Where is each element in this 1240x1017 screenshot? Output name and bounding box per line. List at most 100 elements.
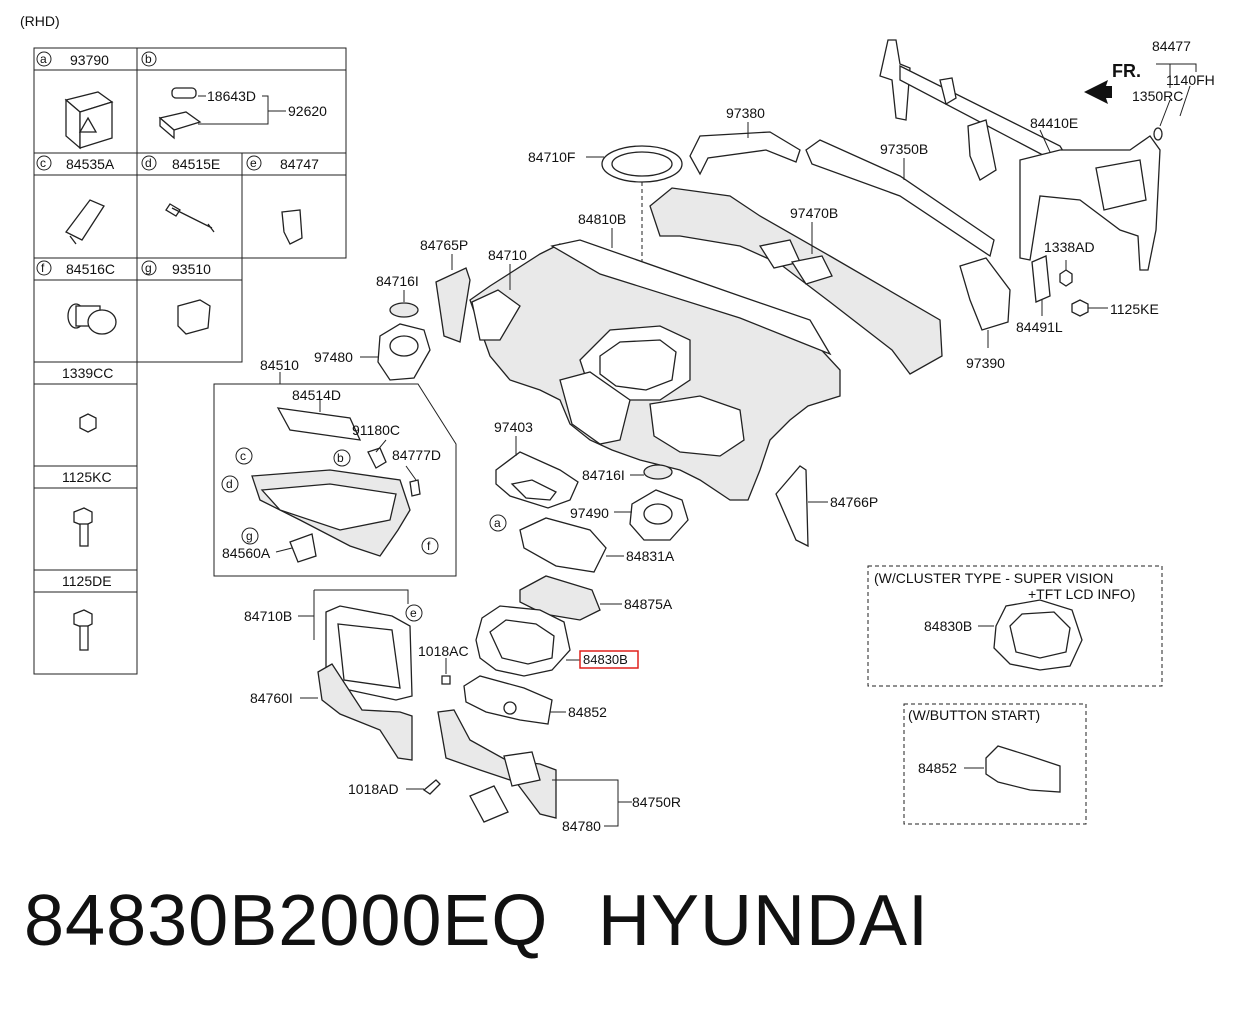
callout-1125ke: 1125KE <box>1110 301 1159 317</box>
nut-1339cc-icon <box>79 413 97 433</box>
callout-84716i-right: 84716I <box>582 467 625 483</box>
callout-1018ad: 1018AD <box>348 781 399 797</box>
legend-part-a: 93790 <box>70 52 109 68</box>
legend-part-1339cc: 1339CC <box>62 365 113 381</box>
switch-93510-icon <box>177 299 211 335</box>
legend-part-1125kc: 1125KC <box>62 469 112 485</box>
callout-97480: 97480 <box>314 349 353 365</box>
callout-97350b: 97350B <box>880 141 928 157</box>
legend-letter-c: c <box>40 156 46 170</box>
lower-panel-84750r <box>437 709 632 827</box>
inset-button-part: 84852 <box>918 760 957 776</box>
callout-84477: 84477 <box>1152 38 1191 54</box>
center-vent-97403: a <box>489 436 579 532</box>
callout-97390: 97390 <box>966 355 1005 371</box>
legend-part-e: 84747 <box>280 156 319 172</box>
callout-97380: 97380 <box>726 105 765 121</box>
callout-1140fh: 1140FH <box>1166 72 1215 88</box>
callout-84766p: 84766P <box>830 494 878 510</box>
bracket-84875a <box>519 575 622 621</box>
cover-84831a <box>519 517 624 573</box>
legend-letter-g: g <box>145 261 152 275</box>
glove-box-group-84510: c b d g f <box>213 372 457 577</box>
callout-84760i: 84760I <box>250 690 293 706</box>
callout-97490: 97490 <box>570 505 609 521</box>
legend-table: a 93790 b c 84535A d 84515E e 84747 f 84… <box>33 47 347 675</box>
svg-text:b: b <box>337 451 344 465</box>
legend-letter-f: f <box>41 261 45 275</box>
legend-part-92620: 92620 <box>288 103 327 119</box>
duct-97350b <box>805 139 995 258</box>
inset-button-start <box>903 703 1087 825</box>
callout-84510: 84510 <box>260 357 299 373</box>
duct-97380 <box>689 122 801 176</box>
main-crash-pad-84710 <box>469 228 841 501</box>
callout-97403: 97403 <box>494 419 533 435</box>
legend-letter-e: e <box>250 156 257 170</box>
bolt-1125kc-icon <box>73 507 93 547</box>
grommet-84516c-icon <box>67 303 117 335</box>
footer-brand: HYUNDAI <box>598 881 930 961</box>
svg-text:g: g <box>246 529 253 543</box>
side-cover-84766p <box>775 465 828 548</box>
vent-97490 <box>614 464 689 541</box>
screw-1018ac <box>441 658 451 685</box>
callout-84710b: 84710B <box>244 608 292 624</box>
side-cover-84765p <box>435 254 471 343</box>
vent-97480 <box>360 290 431 381</box>
clip-84535a-icon <box>65 199 105 245</box>
legend-letter-d: d <box>145 156 152 170</box>
callout-84710: 84710 <box>488 247 527 263</box>
highlight-box <box>579 650 639 669</box>
callout-84875a: 84875A <box>624 596 673 612</box>
callout-84765p: 84765P <box>420 237 468 253</box>
pin-84515e-icon <box>165 203 215 233</box>
callout-84750r: 84750R <box>632 794 681 810</box>
callout-84514d: 84514D <box>292 387 341 403</box>
footer-part-number: 84830B2000EQ <box>24 881 549 961</box>
legend-part-g: 93510 <box>172 261 211 277</box>
callout-84710f: 84710F <box>528 149 575 165</box>
callout-84780: 84780 <box>562 818 601 834</box>
svg-text:f: f <box>427 539 431 553</box>
cluster-fascia-84830b <box>475 605 580 677</box>
parts-diagram: (RHD) a 93790 b c 84535A d 84515E e 8474… <box>20 13 1215 834</box>
clip-84747-icon <box>281 209 303 245</box>
callout-84560a: 84560A <box>222 545 271 561</box>
legend-part-c: 84535A <box>66 156 115 172</box>
callout-1350rc: 1350RC <box>1132 88 1183 104</box>
duct-97390 <box>959 257 1011 348</box>
hazard-switch-icon <box>64 91 114 150</box>
callout-84777d: 84777D <box>392 447 441 463</box>
variant-label: (RHD) <box>20 13 60 29</box>
svg-text:e: e <box>410 606 417 620</box>
legend-letter-b: b <box>145 52 152 66</box>
svg-text:a: a <box>494 516 501 530</box>
front-direction-arrow: FR. <box>1084 61 1141 104</box>
inset-cluster-part: 84830B <box>924 618 972 634</box>
legend-letter-a: a <box>40 52 47 66</box>
front-label: FR. <box>1112 61 1141 81</box>
legend-part-f: 84516C <box>66 261 115 277</box>
inset-cluster-type <box>867 565 1163 687</box>
callout-84830b-highlighted: 84830B <box>583 652 628 667</box>
screw-1018ad <box>406 779 441 795</box>
callout-84810b: 84810B <box>578 211 626 227</box>
callout-84831a: 84831A <box>626 548 675 564</box>
legend-part-1125de: 1125DE <box>62 573 112 589</box>
svg-text:d: d <box>226 477 233 491</box>
callout-84491l: 84491L <box>1016 319 1063 335</box>
callout-91180c: 91180C <box>352 422 400 438</box>
cover-84852 <box>463 675 566 725</box>
legend-part-18643d: 18643D <box>207 88 256 104</box>
duct-97470b <box>649 187 943 375</box>
bezel-84710b: e <box>298 589 423 701</box>
callout-1018ac: 1018AC <box>418 643 469 659</box>
callout-84852: 84852 <box>568 704 607 720</box>
cowl-cross-bar <box>879 39 1197 271</box>
legend-part-d: 84515E <box>172 156 220 172</box>
footer-caption <box>0 850 1240 1017</box>
callout-1338ad: 1338AD <box>1044 239 1095 255</box>
bracket-84491l <box>1031 255 1108 317</box>
svg-text:c: c <box>240 449 246 463</box>
